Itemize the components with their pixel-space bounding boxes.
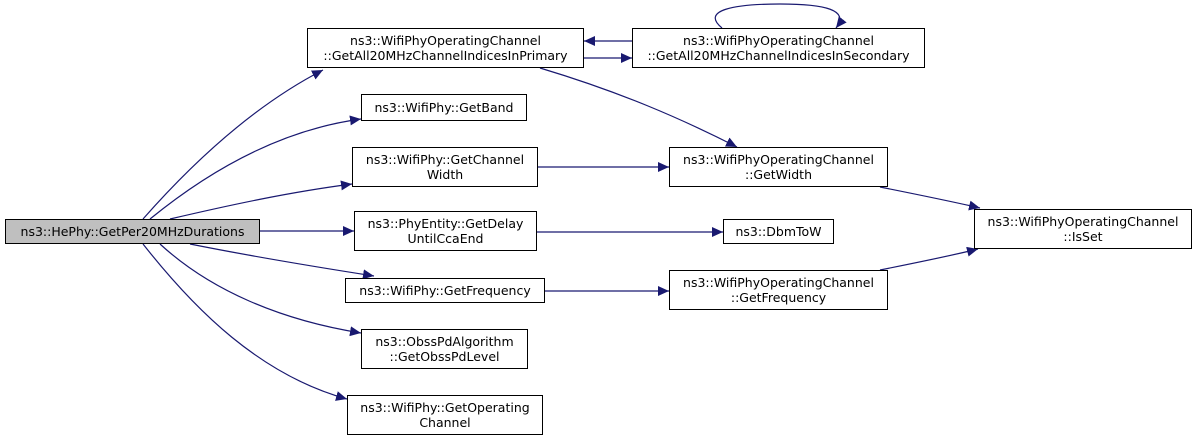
node-opfreq-line-1: ns3::WifiPhyOperatingChannel [683,275,874,290]
node-opwidth-line-1: ns3::WifiPhyOperatingChannel [683,152,874,167]
node-opfreq-line-2: ::GetFrequency [730,290,827,305]
node-primary-line-2: ::GetAll20MHzChannelIndicesInPrimary [323,48,568,63]
node-secondary[interactable]: ns3::WifiPhyOperatingChannel ::GetAll20M… [632,28,925,68]
edge-opwidth-to-isset [879,186,981,211]
edge-root-to-freq [189,243,375,280]
node-isset-line-2: ::IsSet [1063,229,1103,244]
node-freq-line-1: ns3::WifiPhy::GetFrequency [359,283,531,298]
node-primary-line-1: ns3::WifiPhyOperatingChannel [350,33,541,48]
edge-opfreq-to-isset [879,246,979,271]
node-dbm-line-1: ns3::DbmToW [735,224,822,239]
edge-secondary-to-secondary [714,3,847,29]
edges-layer [142,3,981,401]
node-isset-line-1: ns3::WifiPhyOperatingChannel [987,214,1179,229]
node-getband-line-1: ns3::WifiPhy::GetBand [374,100,514,115]
node-getop-line-1: ns3::WifiPhy::GetOperating [360,400,530,415]
node-chwidth[interactable]: ns3::WifiPhy::GetChannel Width [352,147,538,187]
node-root[interactable]: ns3::HePhy::GetPer20MHzDurations [5,219,260,244]
edge-root-to-getband [149,115,362,220]
node-delay[interactable]: ns3::PhyEntity::GetDelay UntilCcaEnd [354,211,537,251]
node-opwidth[interactable]: ns3::WifiPhyOperatingChannel ::GetWidth [669,147,888,187]
node-chwidth-line-1: ns3::WifiPhy::GetChannel [365,152,525,167]
node-obss-line-1: ns3::ObssPdAlgorithm [375,334,514,349]
edge-root-to-primary [142,69,324,220]
node-getband[interactable]: ns3::WifiPhy::GetBand [361,94,527,121]
node-secondary-line-1: ns3::WifiPhyOperatingChannel [683,33,874,48]
node-primary[interactable]: ns3::WifiPhyOperatingChannel ::GetAll20M… [307,28,584,68]
edge-root-to-chwidth [169,180,353,220]
node-root-line-1: ns3::HePhy::GetPer20MHzDurations [20,224,245,239]
node-getop-line-2: Channel [419,415,471,430]
node-freq[interactable]: ns3::WifiPhy::GetFrequency [345,278,545,303]
edge-root-to-getop [142,243,348,401]
node-chwidth-line-2: Width [426,167,464,182]
node-delay-line-1: ns3::PhyEntity::GetDelay [367,216,524,231]
edge-primary-to-opwidth [539,67,738,148]
node-obss-line-2: ::GetObssPdLevel [389,349,500,364]
node-isset[interactable]: ns3::WifiPhyOperatingChannel ::IsSet [974,209,1192,249]
node-getop[interactable]: ns3::WifiPhy::GetOperating Channel [347,395,543,435]
node-secondary-line-2: ::GetAll20MHzChannelIndicesInSecondary [647,48,910,63]
node-dbm[interactable]: ns3::DbmToW [723,219,834,244]
node-obss[interactable]: ns3::ObssPdAlgorithm ::GetObssPdLevel [361,329,528,369]
node-opfreq[interactable]: ns3::WifiPhyOperatingChannel ::GetFreque… [669,270,888,310]
edge-root-to-obss [159,243,362,337]
node-delay-line-2: UntilCcaEnd [407,231,484,246]
node-opwidth-line-2: ::GetWidth [744,167,813,182]
